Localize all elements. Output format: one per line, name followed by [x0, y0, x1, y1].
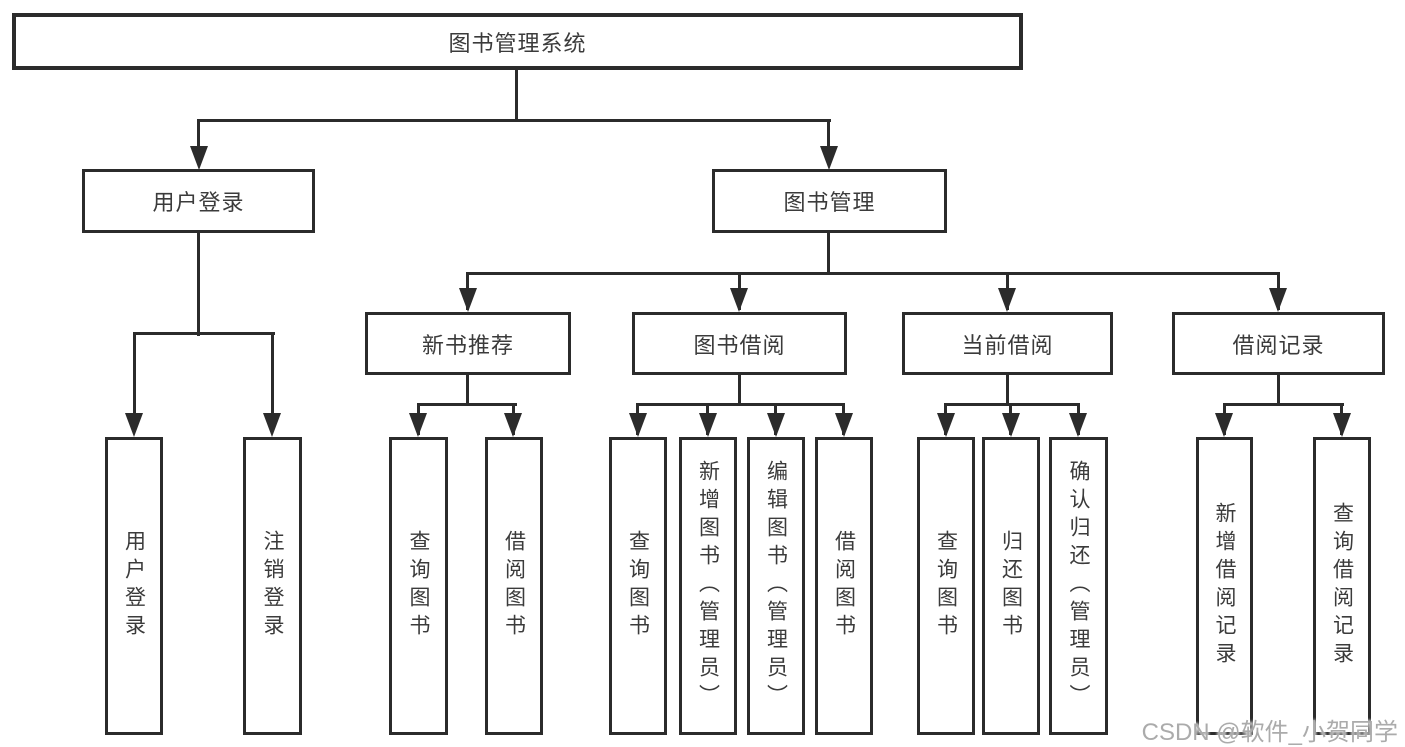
node-logout-action: 注销登录 [243, 437, 302, 735]
connector-records-branch [1223, 403, 1344, 406]
arrow-down-icon [937, 413, 955, 437]
connector-user-login-branch [133, 332, 275, 335]
connector-level2-branch [197, 119, 831, 122]
arrow-down-icon [629, 413, 647, 437]
connector-drop-logout-leaf [271, 332, 274, 414]
arrow-down-icon [1069, 413, 1087, 437]
node-label: 查询图书 [407, 530, 430, 642]
node-label: 借阅图书 [502, 530, 526, 642]
connector-drop-book-management [827, 119, 830, 150]
arrow-down-icon [767, 413, 785, 437]
arrow-down-icon [699, 413, 717, 437]
node-label: 借阅图书 [832, 530, 856, 642]
node-borrow-books-recommend: 借阅图书 [485, 437, 543, 735]
arrow-down-icon [263, 413, 281, 437]
arrow-down-icon [730, 288, 748, 312]
watermark-text: CSDN @软件_小贺同学 [1141, 719, 1398, 746]
node-label: 用户登录 [122, 530, 146, 642]
connector-current-stem [1006, 375, 1009, 406]
node-user-login-action: 用户登录 [105, 437, 163, 735]
arrow-down-icon [835, 413, 853, 437]
connector-records-stem [1277, 375, 1280, 406]
node-label: 注销登录 [261, 530, 284, 642]
arrow-down-icon [125, 413, 143, 437]
node-add-books-admin: 新增图书（管理员） [679, 437, 737, 735]
connector-level3-branch [466, 272, 1280, 275]
arrow-down-icon [820, 146, 838, 170]
node-book-management: 图书管理 [712, 169, 947, 233]
node-query-books-current: 查询图书 [917, 437, 975, 735]
node-borrow-books-action: 借阅图书 [815, 437, 873, 735]
node-label: 确认归还（管理员） [1067, 460, 1090, 712]
connector-book-mgmt-stem [827, 232, 830, 275]
arrow-down-icon [1215, 413, 1233, 437]
connector-borrowing-branch [636, 403, 845, 406]
connector-borrowing-stem [738, 375, 741, 406]
node-edit-books-admin: 编辑图书（管理员） [747, 437, 805, 735]
node-label: 归还图书 [999, 530, 1023, 642]
node-query-books-recommend: 查询图书 [389, 437, 448, 735]
arrow-down-icon [459, 288, 477, 312]
arrow-down-icon [1333, 413, 1351, 437]
node-label: 查询图书 [626, 530, 650, 642]
connector-recommend-branch [417, 403, 517, 406]
connector-drop-user-login [197, 119, 200, 150]
arrow-down-icon [1269, 288, 1287, 312]
connector-root-stem [515, 70, 518, 121]
connector-user-login-stem [197, 233, 200, 336]
node-borrowing-records: 借阅记录 [1172, 312, 1385, 375]
connector-recommend-stem [466, 375, 469, 406]
arrow-down-icon [409, 413, 427, 437]
node-label: 编辑图书（管理员） [764, 460, 788, 712]
node-return-books: 归还图书 [982, 437, 1040, 735]
node-label: 新增图书（管理员） [696, 460, 720, 712]
node-label: 查询图书 [934, 530, 958, 642]
node-label: 查询借阅记录 [1330, 502, 1354, 670]
node-confirm-return-admin: 确认归还（管理员） [1049, 437, 1108, 735]
node-query-books-borrowing: 查询图书 [609, 437, 667, 735]
node-library-management-system: 图书管理系统 [12, 13, 1023, 70]
node-book-borrowing: 图书借阅 [632, 312, 847, 375]
node-add-borrow-record: 新增借阅记录 [1196, 437, 1253, 735]
arrow-down-icon [1002, 413, 1020, 437]
node-new-book-recommendation: 新书推荐 [365, 312, 571, 375]
connector-current-branch [944, 403, 1080, 406]
arrow-down-icon [190, 146, 208, 170]
node-current-borrowing: 当前借阅 [902, 312, 1113, 375]
node-query-borrow-record: 查询借阅记录 [1313, 437, 1371, 735]
node-label: 新增借阅记录 [1213, 502, 1236, 670]
arrow-down-icon [998, 288, 1016, 312]
arrow-down-icon [504, 413, 522, 437]
connector-drop-login-leaf [133, 332, 136, 414]
node-user-login: 用户登录 [82, 169, 315, 233]
